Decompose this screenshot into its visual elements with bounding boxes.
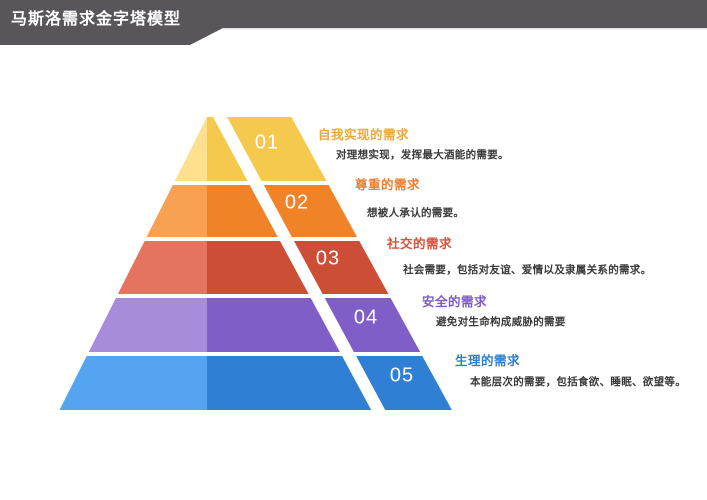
pyramid-level-1-slice — [227, 117, 327, 181]
pyramid-level-3-slice — [294, 241, 389, 294]
level-5-number: 05 — [389, 364, 415, 387]
level-3-title: 社交的需求 — [387, 237, 453, 251]
pyramid-level-4-slice — [324, 298, 421, 352]
level-5-title: 生理的需求 — [455, 354, 521, 368]
level-2-title: 尊重的需求 — [355, 178, 421, 192]
level-4-number: 04 — [353, 306, 379, 329]
pyramid-level-4-left-face — [88, 298, 207, 352]
level-1-description: 对理想实现，发挥最大酒能的需要。 — [336, 149, 509, 161]
level-1-title: 自我实现的需求 — [318, 128, 410, 142]
level-5-description: 本能层次的需要，包括食欲、睡眠、欲望等。 — [470, 376, 686, 388]
level-4-description: 避免对生命构成威胁的需要 — [436, 316, 566, 328]
header-bar-shape — [0, 0, 707, 45]
level-2-description: 想被人承认的需要。 — [367, 207, 465, 219]
page-title: 马斯洛需求金字塔模型 — [11, 11, 182, 28]
header-bottom-line — [223, 28, 707, 30]
pyramid-level-5-slice — [356, 356, 452, 410]
pyramid-level-3-left-face — [117, 241, 207, 294]
pyramid-level-2-right-face — [207, 185, 278, 237]
level-3-number: 03 — [315, 247, 341, 270]
pyramid-level-3-right-face — [207, 241, 309, 294]
level-1-number: 01 — [254, 131, 280, 154]
pyramid-level-5-left-face — [59, 356, 207, 410]
pyramid-level-4-right-face — [207, 298, 340, 352]
pyramid-level-1-left-face — [174, 117, 207, 181]
pyramid-level-2-left-face — [146, 185, 207, 237]
pyramid-level-1-right-face — [207, 117, 248, 181]
pyramid-level-5-right-face — [207, 356, 372, 410]
pyramid-level-2-slice — [263, 185, 358, 237]
header-bar — [0, 0, 707, 45]
level-3-description: 社会需要，包括对友谊、爱情以及隶属关系的需求。 — [403, 264, 652, 276]
level-2-number: 02 — [284, 191, 310, 214]
level-4-title: 安全的需求 — [422, 295, 488, 309]
